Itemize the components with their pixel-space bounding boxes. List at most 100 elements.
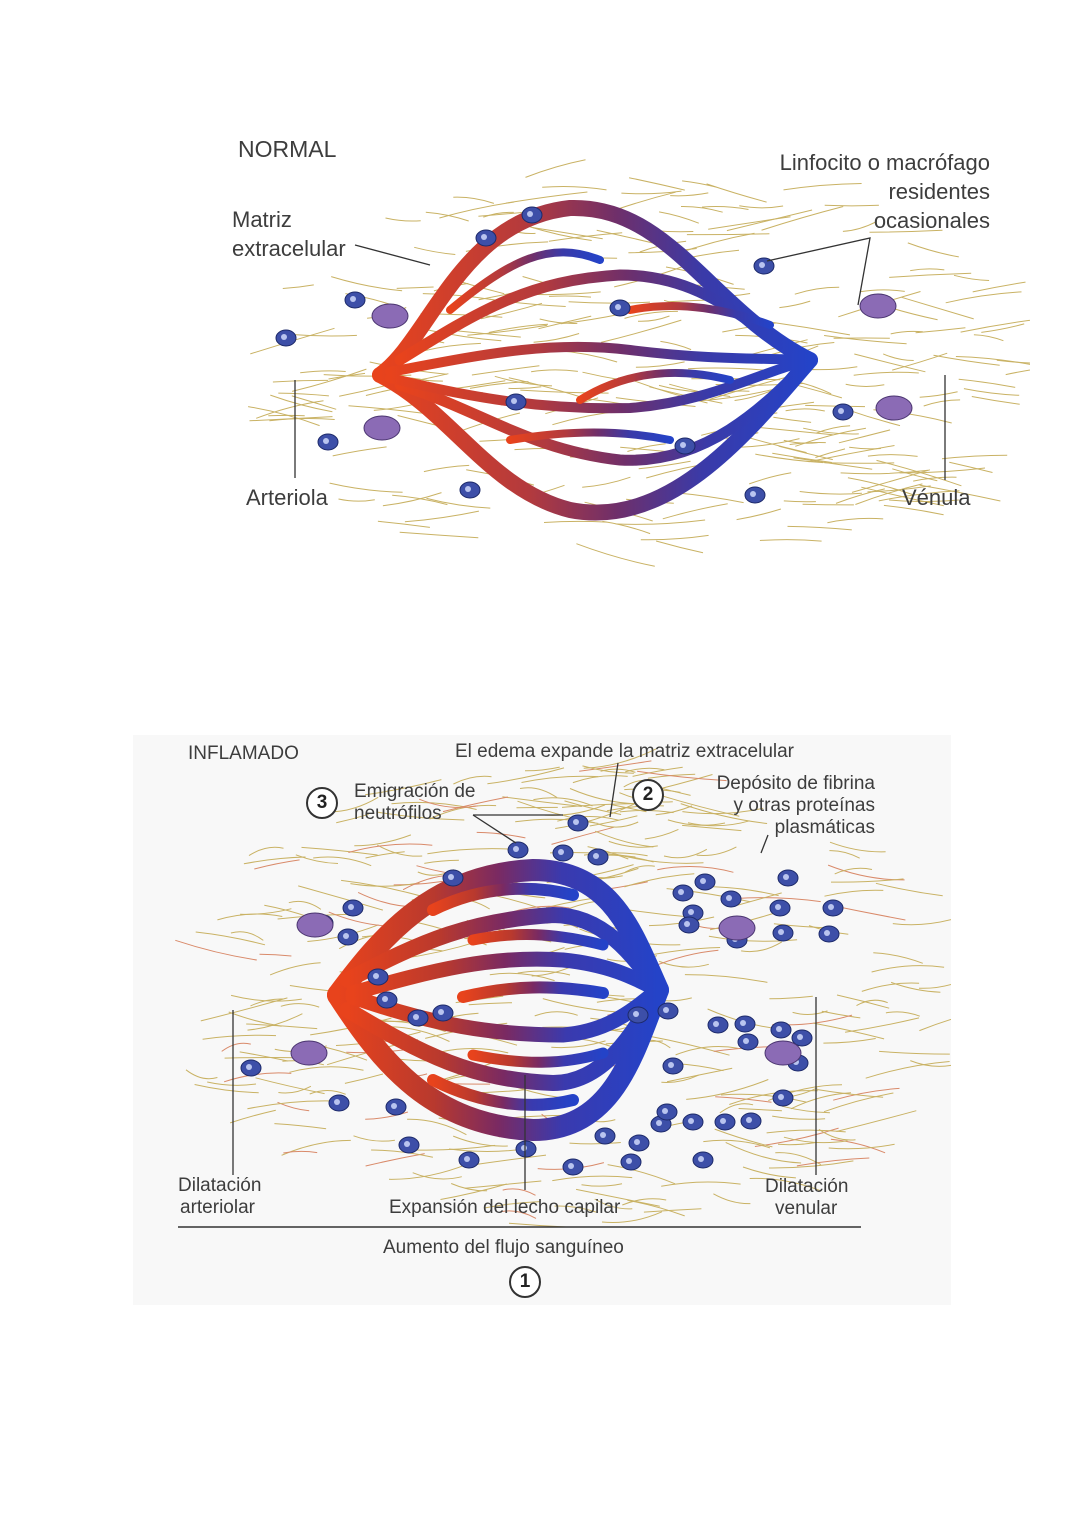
cell-nucleus-icon xyxy=(513,846,519,852)
arteriolar-dilation-line1: Dilatación xyxy=(178,1175,262,1196)
cell-nucleus-icon xyxy=(759,262,765,268)
cell-nucleus-icon xyxy=(464,1156,470,1162)
cell-nucleus-icon xyxy=(656,1120,662,1126)
macrophage-icon xyxy=(296,912,334,938)
macrophage-icon xyxy=(718,915,756,941)
macrophage-icon xyxy=(290,1040,328,1066)
normal-panel: NORMAL Matriz extracelular Linfocito o m… xyxy=(150,110,1030,610)
cell-nucleus-icon xyxy=(573,819,579,825)
emigration-label-line1: Emigración de xyxy=(354,781,476,802)
cell-nucleus-icon xyxy=(775,904,781,910)
matrix-label-line1: Matriz xyxy=(232,207,292,232)
cell-nucleus-icon xyxy=(678,889,684,895)
cell-nucleus-icon xyxy=(746,1117,752,1123)
cell-nucleus-icon xyxy=(720,1118,726,1124)
blood-flow-label: Aumento del flujo sanguíneo xyxy=(383,1237,624,1258)
cell-nucleus-icon xyxy=(688,1118,694,1124)
macrophage-icon xyxy=(859,293,897,319)
fibrin-label-line1: Depósito de fibrina xyxy=(716,773,875,794)
fibrin-label-line2: y otras proteínas xyxy=(733,795,875,816)
arteriole-label: Arteriola xyxy=(246,485,328,510)
venular-dilation-line2: venular xyxy=(775,1198,838,1219)
cell-nucleus-icon xyxy=(521,1145,527,1151)
cell-nucleus-icon xyxy=(700,878,706,884)
cell-nucleus-icon xyxy=(838,408,844,414)
cell-nucleus-icon xyxy=(680,442,686,448)
cell-nucleus-icon xyxy=(404,1141,410,1147)
cell-nucleus-icon xyxy=(413,1014,419,1020)
inflamed-capillary-bed-illustration xyxy=(175,748,951,1228)
inflammatory-cells xyxy=(240,814,844,1176)
cell-nucleus-icon xyxy=(350,296,356,302)
cell-nucleus-icon xyxy=(662,1108,668,1114)
cell-nucleus-icon xyxy=(600,1132,606,1138)
macrophage-icon xyxy=(371,303,409,329)
step-3-badge: 3 xyxy=(306,787,338,819)
cell-nucleus-icon xyxy=(797,1034,803,1040)
cell-nucleus-icon xyxy=(778,1094,784,1100)
step-1-badge: 1 xyxy=(509,1266,541,1298)
inflamed-title: INFLAMADO xyxy=(188,743,299,764)
cell-nucleus-icon xyxy=(740,1020,746,1026)
cell-nucleus-icon xyxy=(465,486,471,492)
cell-nucleus-icon xyxy=(281,334,287,340)
venule-label: Vénula xyxy=(902,485,971,510)
cell-nucleus-icon xyxy=(824,930,830,936)
cell-nucleus-icon xyxy=(783,874,789,880)
lymphocyte-label-line2: residentes xyxy=(888,179,990,204)
macrophage-icon xyxy=(875,395,913,421)
matrix-label-line2: extracelular xyxy=(232,236,346,261)
cell-nucleus-icon xyxy=(828,904,834,910)
cell-nucleus-icon xyxy=(348,904,354,910)
cell-nucleus-icon xyxy=(750,491,756,497)
fibrin-label-line3: plasmáticas xyxy=(774,817,875,838)
emigration-label-line2: neutrófilos xyxy=(354,803,442,824)
cell-nucleus-icon xyxy=(626,1158,632,1164)
cell-nucleus-icon xyxy=(688,909,694,915)
cell-nucleus-icon xyxy=(713,1021,719,1027)
cell-nucleus-icon xyxy=(323,438,329,444)
macrophage-icon xyxy=(764,1040,802,1066)
cell-nucleus-icon xyxy=(343,933,349,939)
cell-nucleus-icon xyxy=(382,996,388,1002)
cell-nucleus-icon xyxy=(633,1011,639,1017)
cell-nucleus-icon xyxy=(481,234,487,240)
cell-nucleus-icon xyxy=(511,398,517,404)
dilated-capillary-network xyxy=(176,858,864,1142)
normal-capillary-bed-illustration xyxy=(230,159,1030,567)
cell-nucleus-icon xyxy=(448,874,454,880)
cell-nucleus-icon xyxy=(373,973,379,979)
cell-nucleus-icon xyxy=(334,1099,340,1105)
cell-nucleus-icon xyxy=(615,304,621,310)
capillary-network xyxy=(230,199,997,521)
lymphocyte-label-line3: ocasionales xyxy=(873,208,990,233)
lymphocyte-label-line1: Linfocito o macrófago xyxy=(779,150,990,175)
cell-nucleus-icon xyxy=(776,1026,782,1032)
cell-nucleus-icon xyxy=(246,1064,252,1070)
edema-label: El edema expande la matriz extracelular xyxy=(455,741,795,762)
cell-nucleus-icon xyxy=(438,1009,444,1015)
cell-nucleus-icon xyxy=(778,929,784,935)
venular-dilation-line1: Dilatación xyxy=(765,1176,849,1197)
cell-nucleus-icon xyxy=(684,921,690,927)
resident-cells xyxy=(275,206,913,504)
inflamed-leader-lines xyxy=(178,762,861,1228)
step-2-badge: 2 xyxy=(632,779,664,811)
macrophage-icon xyxy=(363,415,401,441)
normal-title: NORMAL xyxy=(238,136,337,162)
cell-nucleus-icon xyxy=(726,895,732,901)
cell-nucleus-icon xyxy=(698,1156,704,1162)
leader-lines xyxy=(294,237,946,480)
cell-nucleus-icon xyxy=(568,1163,574,1169)
cell-nucleus-icon xyxy=(743,1038,749,1044)
cell-nucleus-icon xyxy=(663,1007,669,1013)
cell-nucleus-icon xyxy=(634,1139,640,1145)
arteriolar-dilation-line2: arteriolar xyxy=(180,1197,255,1218)
inflamed-panel: INFLAMADO El edema expande la matriz ext… xyxy=(133,735,951,1305)
cell-nucleus-icon xyxy=(668,1062,674,1068)
cell-nucleus-icon xyxy=(527,211,533,217)
capillary-expansion-label: Expansión del lecho capilar xyxy=(389,1197,621,1218)
cell-nucleus-icon xyxy=(558,849,564,855)
cell-nucleus-icon xyxy=(391,1103,397,1109)
cell-nucleus-icon xyxy=(593,853,599,859)
